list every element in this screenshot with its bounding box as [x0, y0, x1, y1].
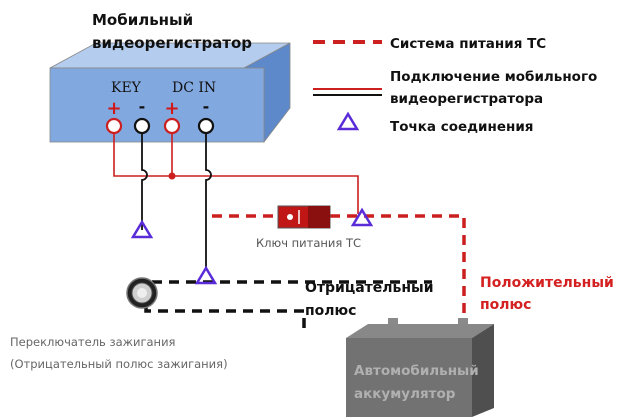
negative-pole-line2: полюс [305, 303, 356, 319]
key-minus-terminal [133, 117, 151, 135]
dcin-label: DC IN [172, 80, 216, 96]
power-key-switch [277, 205, 331, 229]
red-wiring [113, 132, 359, 214]
battery-front-face [346, 338, 472, 417]
key-minus-sign: - [139, 97, 146, 116]
legend-power-system-label: Система питания ТС [390, 36, 546, 52]
red-wire-key-plus [113, 132, 175, 177]
connection-points [130, 207, 374, 285]
legend-recorder-conn-line2: видеорегистратора [390, 91, 543, 107]
negative-system [144, 280, 432, 328]
key-label: KEY [111, 80, 142, 96]
ignition-switch-line2: (Отрицательный полюс зажигания) [10, 357, 228, 371]
dc-plus-terminal [163, 117, 181, 135]
positive-pole-line2: полюс [480, 297, 531, 313]
black-wiring [141, 132, 212, 270]
negative-pole-line1: Отрицательный [305, 280, 434, 296]
power-dashed-right [330, 214, 466, 322]
power-key-label: Ключ питания ТС [256, 236, 361, 250]
red-wire-to-connection [175, 175, 359, 214]
battery-top-face [346, 324, 494, 338]
recorder-box [49, 42, 291, 143]
ignition-dashed-bottom [144, 306, 306, 328]
red-junction-dot [168, 172, 176, 180]
legend-recorder-conn-line1: Подключение мобильного [390, 69, 597, 85]
dc-minus-sign: - [203, 97, 210, 116]
vehicle-power-system [212, 214, 466, 322]
ignition-switch-icon [126, 277, 158, 309]
recorder-terminals [105, 117, 215, 135]
recorder-front-face [49, 67, 265, 143]
battery-side-face [472, 324, 494, 417]
legend-recorder-line [313, 88, 382, 96]
key-plus-terminal [105, 117, 123, 135]
battery-label-line2: аккумулятор [354, 386, 456, 402]
battery-label-line1: Автомобильный [354, 363, 479, 379]
black-wire-dc-minus [205, 132, 212, 270]
recorder-title-line2: видеорегистратор [92, 34, 252, 52]
connection-point-negative [194, 265, 218, 285]
dc-plus-sign: + [164, 98, 179, 119]
positive-pole-line1: Положительный [480, 275, 614, 291]
car-battery [346, 318, 494, 417]
legend [313, 40, 382, 131]
ignition-switch-line1: Переключатель зажигания [10, 335, 175, 349]
connection-point-power [350, 207, 374, 227]
legend-connection-point-label: Точка соединения [390, 119, 533, 135]
connection-point-key [130, 219, 154, 239]
black-wire-key-minus [141, 132, 148, 230]
key-plus-sign: + [106, 98, 121, 119]
recorder-title-line1: Мобильный [92, 11, 193, 29]
dc-minus-terminal [197, 117, 215, 135]
legend-triangle-icon [336, 111, 360, 131]
